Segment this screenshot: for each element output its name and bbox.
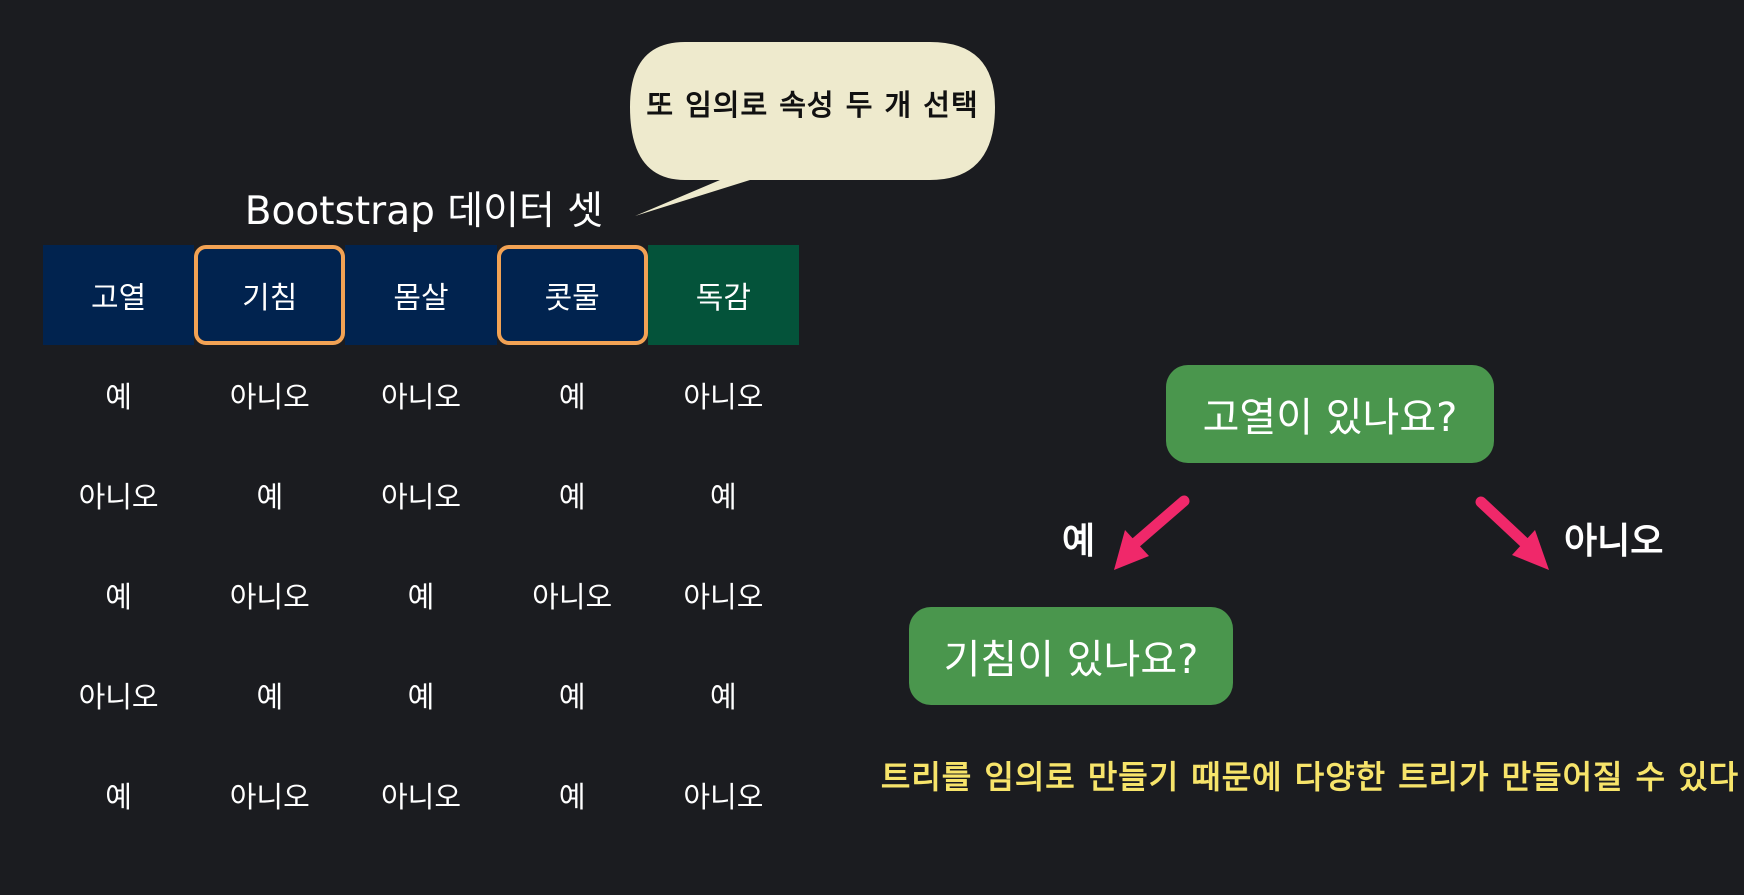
table-cell: 아니오	[229, 780, 310, 814]
table-cell: 예	[710, 680, 737, 714]
table-cell: 아니오	[229, 380, 310, 414]
table-header: 고열 기침 몸살 콧물 독감	[43, 245, 799, 345]
table-cell: 아니오	[683, 580, 764, 614]
table-cell: 예	[710, 480, 737, 514]
dataset-title: Bootstrap 데이터 셋	[244, 189, 604, 234]
table-cell: 아니오	[683, 380, 764, 414]
speech-bubble-text: 또 임의로 속성 두 개 선택	[646, 88, 979, 122]
header-body-ache: 몸살	[345, 245, 497, 345]
table-cell: 예	[558, 380, 586, 414]
table-row: 예 아니오 예 아니오 아니오	[43, 545, 799, 645]
speech-bubble: 또 임의로 속성 두 개 선택	[630, 42, 995, 216]
header-cough: 기침	[194, 245, 346, 345]
header-fever: 고열	[43, 245, 195, 345]
table-cell: 아니오	[229, 580, 310, 614]
table-cell: 아니오	[380, 780, 461, 814]
table-cell: 예	[407, 680, 435, 714]
table-cell: 아니오	[532, 580, 613, 614]
yes-arrow-icon	[1114, 495, 1190, 570]
table-cell: 아니오	[380, 380, 461, 414]
table-cell: 예	[558, 780, 586, 814]
table-cell: 아니오	[380, 480, 461, 514]
table-cell: 예	[407, 580, 435, 614]
table-cell: 아니오	[78, 680, 159, 714]
table-row: 아니오 예 예 예 예	[43, 645, 799, 745]
table-cell: 예	[558, 480, 586, 514]
tree-root-node: 고열이 있나요?	[1166, 365, 1494, 463]
table-row: 예 아니오 아니오 예 아니오	[43, 345, 799, 445]
table-cell: 예	[256, 680, 284, 714]
table-cell: 예	[558, 680, 586, 714]
table-cell: 아니오	[78, 480, 159, 514]
yes-branch-label: 예	[1062, 521, 1096, 562]
table-row: 예 아니오 아니오 예 아니오	[43, 745, 799, 845]
table-cell: 예	[105, 780, 132, 814]
table-row: 아니오 예 아니오 예 예	[43, 445, 799, 545]
header-flu: 독감	[647, 245, 799, 345]
header-runny-nose: 콧물	[496, 245, 648, 345]
table-cell: 예	[105, 580, 132, 614]
table-cell: 예	[256, 480, 284, 514]
no-branch-label: 아니오	[1564, 521, 1664, 562]
caption-note: 트리를 임의로 만들기 때문에 다양한 트리가 만들어질 수 있다	[880, 758, 1740, 796]
table-cell: 예	[105, 380, 132, 414]
table-cell: 아니오	[683, 780, 764, 814]
no-arrow-icon	[1475, 496, 1549, 570]
tree-child-node: 기침이 있나요?	[909, 607, 1233, 705]
